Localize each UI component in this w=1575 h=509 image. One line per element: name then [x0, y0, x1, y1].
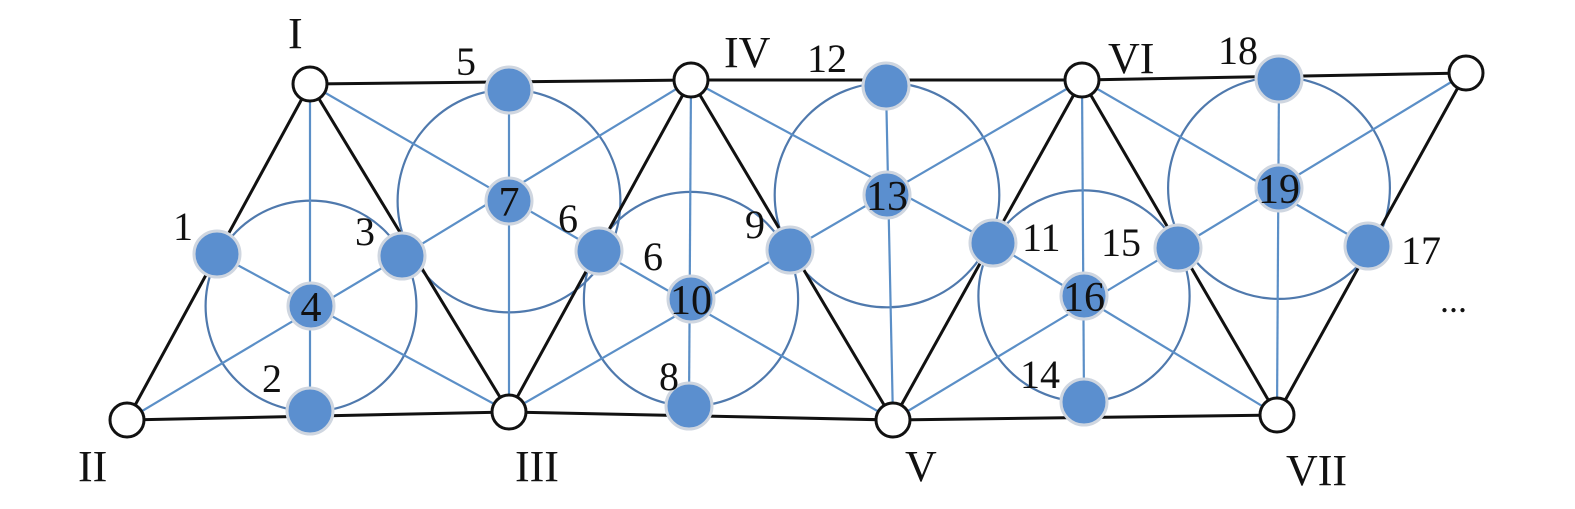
median-2-1 [309, 83, 600, 252]
inner-node-4 [286, 281, 336, 331]
outer-node-V [874, 401, 912, 439]
inner-node-3 [377, 231, 427, 281]
inner-node-label-15: 15 [1101, 220, 1141, 265]
outer-node-label-IV: IV [724, 28, 771, 77]
inner-edges [126, 72, 1467, 421]
inner-node-label-2: 2 [262, 356, 282, 401]
median-1-2 [126, 255, 403, 421]
inner-node-16 [1059, 271, 1109, 321]
inner-node-label-3: 3 [355, 209, 375, 254]
inner-node-5 [484, 65, 534, 115]
inner-node-label-8: 8 [659, 354, 679, 399]
outer-node-label-II: II [78, 442, 107, 491]
ellipsis-label: ... [1440, 280, 1467, 320]
inner-node-label-19: 19 [1258, 167, 1300, 213]
inner-node-label-11: 11 [1022, 215, 1061, 260]
inner-node-label-9: 9 [745, 202, 765, 247]
inner-node-label-12: 12 [807, 36, 847, 81]
median-6-1 [1081, 79, 1369, 247]
outer-node-label-V: V [905, 442, 937, 491]
inner-node-label-17: 17 [1401, 228, 1441, 273]
median-3-3 [598, 250, 894, 421]
inner-node-label-13: 13 [866, 174, 908, 220]
median-4-3 [789, 79, 1083, 251]
inner-node-12 [861, 61, 911, 111]
inner-node-label-5: 5 [456, 39, 476, 84]
inner-node-15 [1153, 223, 1203, 273]
outer-node-label-III: III [515, 442, 559, 491]
extra-label-6b: 6 [643, 234, 663, 279]
outer-node-IV [672, 61, 710, 99]
inner-node-11 [968, 218, 1018, 268]
inner-node-10 [666, 274, 716, 324]
median-6-2 [1275, 78, 1281, 416]
median-4-1 [690, 79, 994, 244]
inner-node-13 [862, 170, 912, 220]
inner-node-7 [484, 176, 534, 226]
inner-node-label-6: 6 [558, 196, 578, 241]
outer-nodes [108, 54, 1485, 439]
median-3-2 [687, 79, 693, 407]
inner-node-14 [1059, 377, 1109, 427]
inner-node-label-7: 7 [499, 180, 520, 226]
inner-node-label-4: 4 [301, 285, 322, 331]
inner-node-19 [1254, 163, 1304, 213]
outer-node-III [490, 393, 528, 431]
inner-nodes [192, 54, 1393, 436]
outer-node-II [108, 401, 146, 439]
outer-node-VII [1258, 396, 1296, 434]
inner-node-label-18: 18 [1218, 28, 1258, 73]
outer-node-VI [1063, 61, 1101, 99]
median-1-3 [216, 253, 510, 413]
median-5-1 [892, 247, 1179, 421]
median-5-2 [1080, 79, 1086, 403]
inner-node-label-1: 1 [173, 204, 193, 249]
median-3-1 [508, 249, 791, 413]
median-2-3 [401, 79, 692, 257]
outer-node-label-VI: VI [1108, 34, 1154, 83]
inner-node-9 [765, 225, 815, 275]
outer-node-VIII [1447, 54, 1485, 92]
inner-node-label-14: 14 [1020, 352, 1060, 397]
inner-node-8 [664, 381, 714, 431]
inner-node-2 [285, 386, 335, 436]
median-4-2 [884, 85, 895, 421]
inner-node-6 [574, 226, 624, 276]
outer-node-I [291, 65, 329, 103]
inner-node-1 [192, 229, 242, 279]
inner-node-17 [1343, 221, 1393, 271]
outer-node-label-VII: VII [1286, 446, 1347, 495]
inner-node-label-10: 10 [670, 278, 712, 324]
median-5-3 [992, 242, 1278, 416]
inner-node-18 [1254, 54, 1304, 104]
inner-node-label-16: 16 [1063, 275, 1105, 321]
median-6-3 [1177, 72, 1467, 249]
outer-node-label-I: I [288, 9, 303, 58]
